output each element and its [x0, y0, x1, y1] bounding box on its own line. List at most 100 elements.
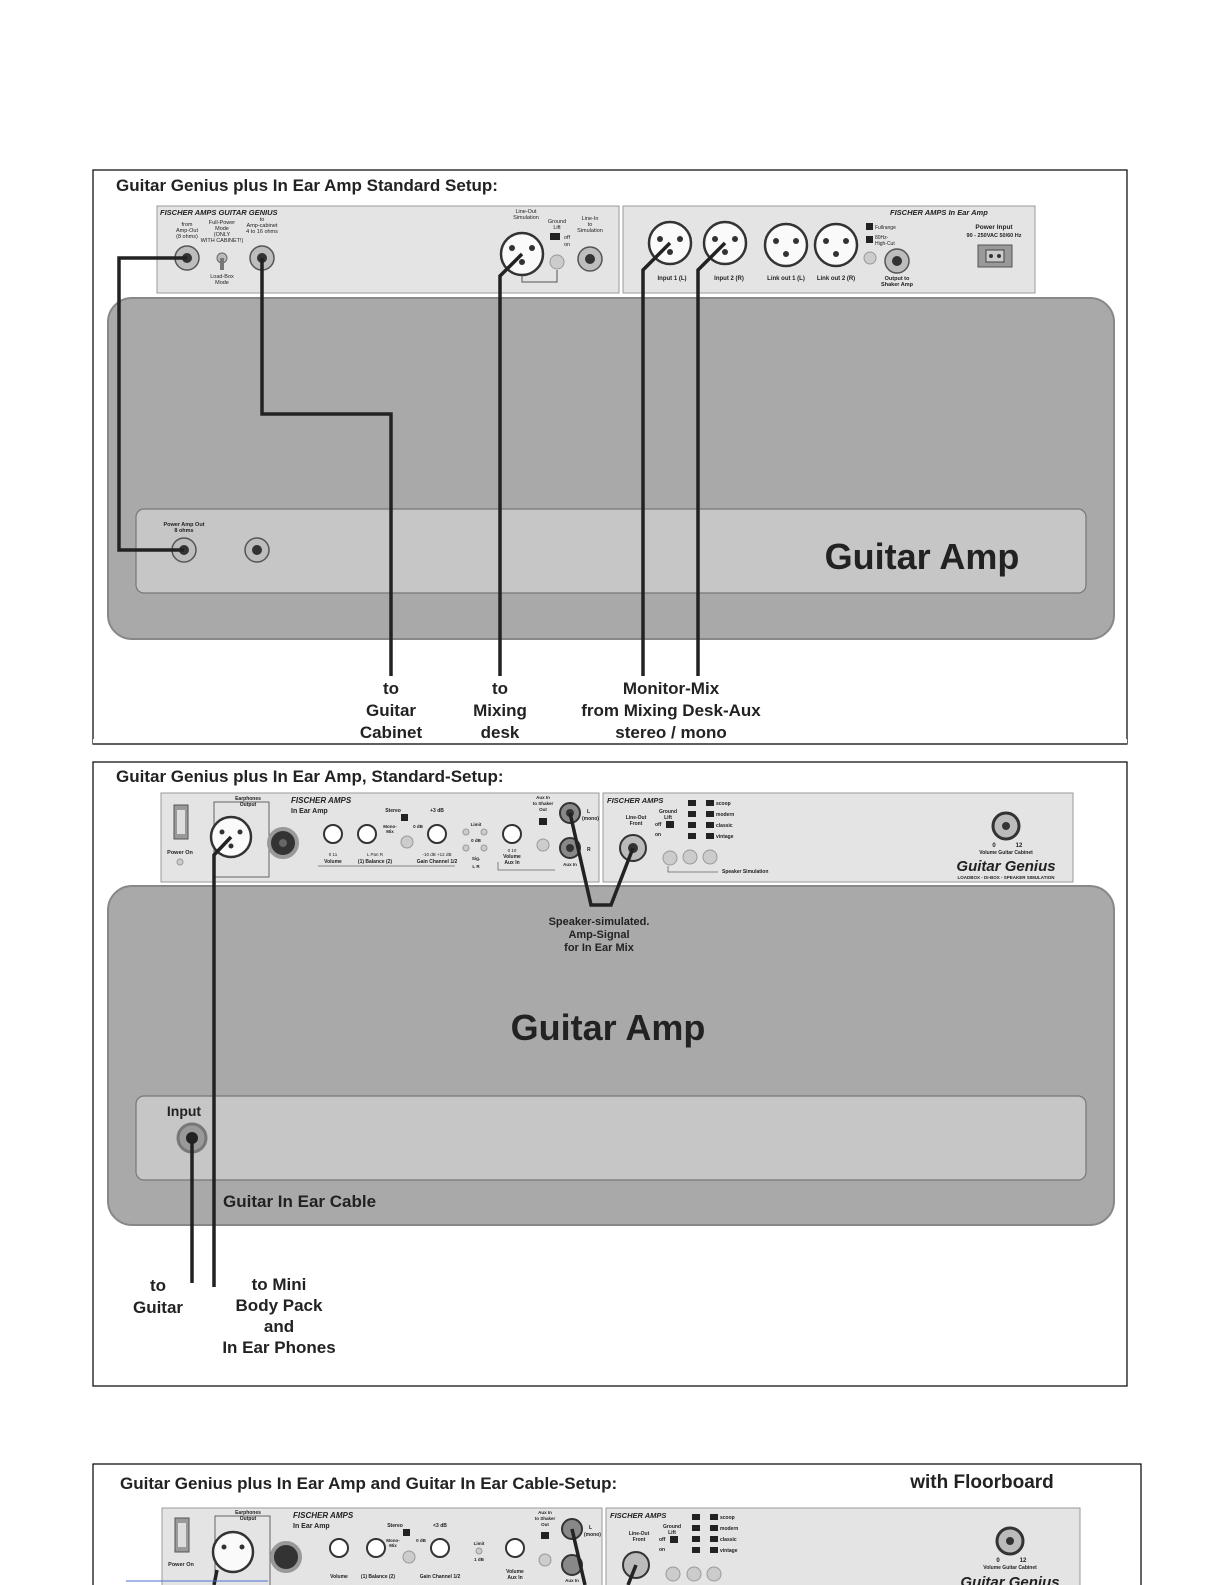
label-output: Output [240, 1516, 257, 1522]
label-power-on: Power On [168, 1562, 194, 1568]
panel-title: Guitar Genius plus In Ear Amp and Guitar… [120, 1474, 617, 1493]
label-modern: modern [720, 1526, 738, 1532]
label-from: from [182, 222, 193, 228]
cables [117, 241, 727, 676]
label-speaker-sim: Speaker Simulation [722, 869, 768, 875]
sim-switch [692, 1547, 700, 1553]
sim-switch [688, 833, 696, 839]
cable-speaker-sim [568, 812, 635, 907]
caption-monitor-1: Monitor-Mix [623, 679, 720, 698]
label-vol-range: 0 11 [329, 852, 338, 857]
label-8ohms: (8 ohms) [176, 234, 198, 240]
label-shaker-out: Out [541, 1522, 549, 1527]
iea-brand-2: In Ear Amp [293, 1523, 330, 1530]
label-0db: 0 dB [416, 1538, 427, 1543]
label-gain-range: -10 dB +12 dB [423, 852, 452, 857]
label-to-shaker: to Shaker [533, 801, 554, 806]
in-ear-amp-rear-panel: FISCHER AMPS In Ear Amp Input 1 (L) Inpu… [622, 205, 1036, 294]
label-gain: Gain Channel 1/2 [417, 859, 458, 865]
label-power-amp-out: Power Amp Out [163, 522, 204, 528]
label-off: off [564, 235, 570, 241]
label-line-out: Line-Out [626, 815, 647, 821]
cable-to-bodypack [212, 835, 233, 1287]
label-aux-in-2: Aux In [563, 862, 577, 867]
cable-to-mixing [498, 252, 524, 676]
caption-monitor-2: from Mixing Desk-Aux [581, 701, 761, 720]
label-load-box-mode: Mode [215, 280, 229, 286]
iea-brand: FISCHER AMPS In Ear Amp [890, 208, 988, 217]
caption-bodypack-2: Body Pack [236, 1296, 323, 1315]
in-ear-amp-front-panel: Power On Earphones Output FISCHER AMPS I… [161, 1507, 603, 1585]
label-r: R [587, 847, 591, 853]
limit-led [475, 1547, 483, 1555]
panel-title: Guitar Genius plus In Ear Amp Standard S… [116, 176, 498, 195]
label-vintage: vintage [720, 1548, 738, 1554]
gain-knob [427, 824, 447, 844]
label-amp-cabinet: Amp-cabinet [247, 223, 278, 229]
xlr-pin [783, 251, 789, 257]
label-vol-0: 0 [996, 1558, 1000, 1564]
label-fullrange: Fullrange [875, 225, 896, 231]
ground-lift-switch [550, 233, 560, 240]
label-with-cabinet: WITH CABINET!) [201, 238, 244, 244]
label-on: on [659, 1547, 665, 1553]
label-input: Input [167, 1103, 202, 1119]
caption-to-mixing-1: to [492, 679, 508, 698]
caption-to-cabinet-2: Guitar [366, 701, 416, 720]
jack-line-in-sim-hole [585, 254, 595, 264]
sim-button [686, 1566, 702, 1582]
label-vol-cab: Volume Guitar Cabinet [983, 1565, 1037, 1571]
gg-brand: FISCHER AMPS [607, 796, 663, 805]
label-front: Front [633, 1537, 646, 1543]
label-ground: Ground [548, 219, 566, 225]
label-output: Output [240, 802, 257, 808]
label-line-in-sim: Simulation [577, 228, 603, 234]
label-balance: (1) Balance (2) [361, 1574, 396, 1580]
xlr-pin [219, 829, 225, 835]
xlr-pin [823, 238, 829, 244]
caption-to-guitar-2: Guitar [133, 1298, 183, 1317]
label-link-out-1: Link out 1 (L) [767, 276, 805, 282]
label-scoop: scoop [716, 801, 731, 807]
0db-led [480, 844, 488, 852]
caption-to-cabinet-3: Cabinet [360, 723, 423, 742]
aux-volume-knob [505, 1538, 525, 1558]
power-pin [997, 254, 1001, 258]
panel-title: Guitar Genius plus In Ear Amp, Standard-… [116, 767, 504, 786]
label-vol-12: 12 [1016, 843, 1023, 849]
caption-bodypack-3: and [264, 1317, 294, 1336]
label-aux-in: Aux In [536, 795, 550, 800]
iea-brand-2: In Ear Amp [291, 808, 328, 815]
xlr-pin [237, 829, 243, 835]
label-aux-volume: Volume [503, 854, 521, 860]
sim-button [702, 849, 718, 865]
sim-switch [706, 811, 714, 817]
label-mix: Mix [386, 829, 394, 834]
xlr-pin [529, 245, 535, 251]
label-mono: Mono- [386, 1538, 400, 1543]
gg-logo: Guitar Genius [956, 858, 1055, 875]
label-power-amp-8ohms: 8 ohms [174, 528, 193, 534]
power-socket-inner [985, 249, 1005, 263]
jack-power-amp-out-2-hole [252, 545, 262, 555]
bracket [497, 862, 555, 871]
label-power-on: Power On [167, 850, 193, 856]
jack-aux-r-hole [566, 844, 574, 852]
caption-bodypack-1: to Mini [252, 1275, 307, 1294]
label-mode: Mode [215, 226, 229, 232]
limit-led [462, 828, 470, 836]
gg-brand: FISCHER AMPS [610, 1511, 666, 1520]
jack-shaker-out-hole [892, 256, 902, 266]
label-lift: Lift [664, 815, 672, 821]
label-stereo: Stereo [387, 1523, 403, 1529]
label-earphones: Earphones [235, 796, 261, 802]
label-off: off [659, 1537, 666, 1543]
label-l: L [589, 1525, 592, 1531]
cables [190, 812, 635, 1287]
label-shaker-out: Out [539, 807, 547, 812]
guitar-genius-front-panel: FISCHER AMPS Line-Out Front Ground Lift … [602, 792, 1074, 883]
label-to-shaker: to Shaker [535, 1516, 556, 1521]
label-line-out: Line-Out [515, 209, 537, 215]
label-highcut: High-Cut [875, 241, 895, 247]
phone-jack [270, 1541, 302, 1573]
